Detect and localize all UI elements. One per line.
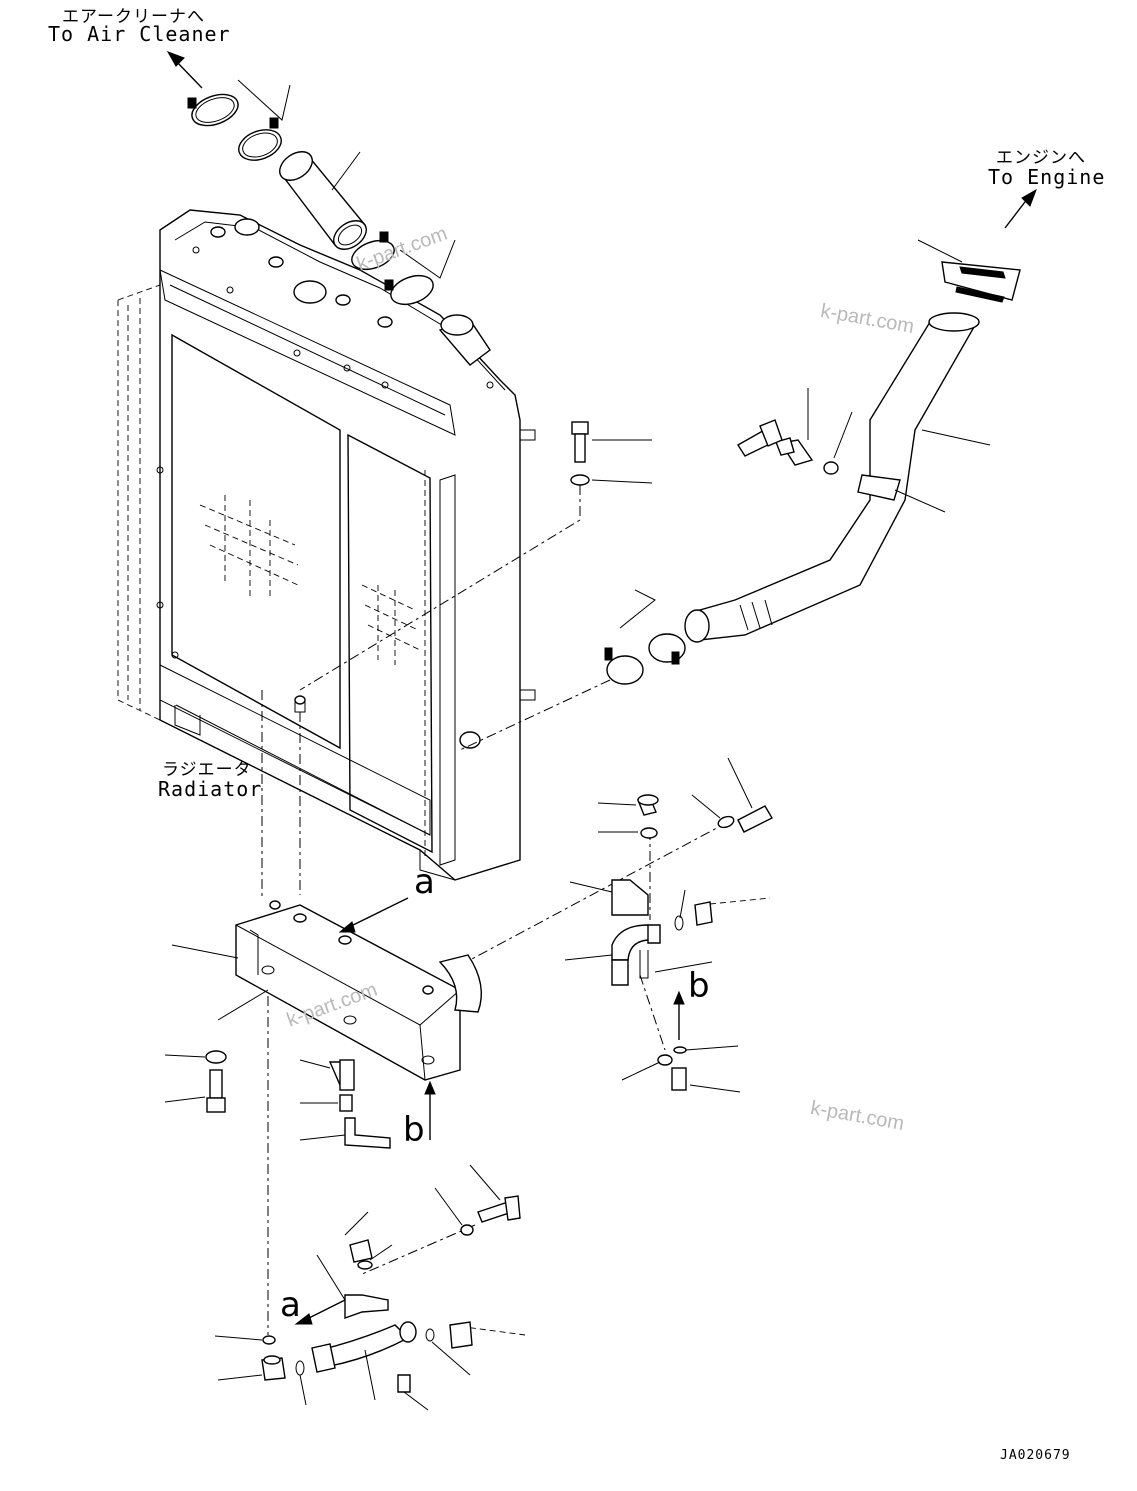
callout-b-right: b <box>688 966 710 1006</box>
callout-b-lower: b <box>403 1110 425 1150</box>
air-cleaner-label-jp: エアークリーナへ <box>62 7 205 27</box>
air-cleaner-hose-group <box>166 51 456 306</box>
callout-a-upper: a <box>414 862 435 902</box>
engine-pipe-group <box>604 188 1037 685</box>
oil-cooler-block <box>171 897 482 1140</box>
engine-label-jp: エンジンへ <box>996 148 1086 168</box>
bolt-washer-center <box>570 421 653 486</box>
lower-tube-group <box>214 1164 526 1411</box>
engine-label-en: To Engine <box>988 165 1106 189</box>
radiator-label-en: Radiator <box>158 777 263 801</box>
callout-a-lower: a <box>280 1285 301 1325</box>
alignment-lines <box>261 485 729 1335</box>
radiator-label-jp: ラジエータ <box>162 760 252 780</box>
radiator-assembly <box>117 209 536 881</box>
cooler-fittings <box>164 989 391 1149</box>
air-cleaner-label-en: To Air Cleaner <box>48 22 231 46</box>
drawing-code: JA020679 <box>1000 1448 1071 1463</box>
right-fittings-group <box>564 419 783 1093</box>
